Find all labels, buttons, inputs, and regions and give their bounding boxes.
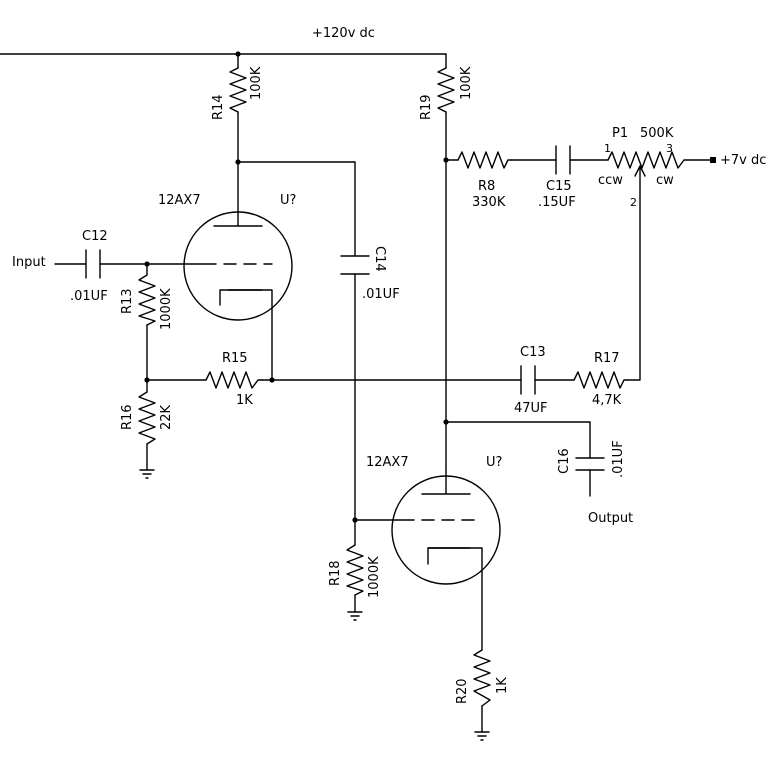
label-r8-value: 330K xyxy=(472,195,506,210)
junctions xyxy=(144,51,716,523)
junction-r14-top xyxy=(235,51,241,57)
junction-u2-grid xyxy=(352,517,358,523)
label-r20-ref: R20 xyxy=(455,678,470,704)
label-u1-type: 12AX7 xyxy=(158,193,201,208)
junction-cathode xyxy=(269,377,275,383)
label-r19-value: 100K xyxy=(459,66,474,100)
label-r14-value: 100K xyxy=(249,66,264,100)
label-r14-ref: R14 xyxy=(211,94,226,120)
label-p1-pin2: 2 xyxy=(630,196,637,209)
resistor-r18 xyxy=(346,544,364,596)
capacitor-c15 xyxy=(555,145,571,175)
capacitor-c14 xyxy=(340,255,370,275)
pot-wiper-arrow xyxy=(634,165,646,199)
label-r13-value: 1000K xyxy=(159,288,174,330)
resistor-r13 xyxy=(138,274,156,326)
resistor-r17 xyxy=(573,371,629,389)
label-output: Output xyxy=(588,511,633,526)
label-c16-ref: C16 xyxy=(557,448,572,474)
label-c15-value: .15UF xyxy=(538,195,576,210)
junction-c16 xyxy=(443,419,449,425)
label-c15-ref: C15 xyxy=(546,179,572,194)
resistor-r8 xyxy=(457,151,513,169)
label-u1-ref: U? xyxy=(280,193,296,208)
label-p1-cw: cw xyxy=(656,173,674,188)
label-c12-value: .01UF xyxy=(70,289,108,304)
label-c13-value: 47UF xyxy=(514,401,548,416)
label-hv-supply: +120v dc xyxy=(312,26,375,41)
junction-r16 xyxy=(144,377,150,383)
resistor-r16 xyxy=(138,391,156,445)
resistor-r19 xyxy=(437,67,455,113)
label-r20-value: 1K xyxy=(495,677,510,694)
capacitor-c12 xyxy=(85,249,101,279)
label-r17-ref: R17 xyxy=(594,351,620,366)
label-p1-ccw: ccw xyxy=(598,173,623,188)
potentiometer-p1 xyxy=(607,151,691,169)
label-r8-ref: R8 xyxy=(478,179,495,194)
resistor-r14 xyxy=(229,67,247,113)
label-r18-value: 1000K xyxy=(367,556,382,598)
label-r13-ref: R13 xyxy=(120,288,135,314)
label-c12-ref: C12 xyxy=(82,229,108,244)
label-u2-ref: U? xyxy=(486,455,502,470)
label-input: Input xyxy=(12,255,46,270)
tube-u2 xyxy=(391,469,501,585)
label-c16-value: .01UF xyxy=(611,440,626,478)
tube-u1 xyxy=(183,199,293,321)
label-c14-value: .01UF xyxy=(362,287,400,302)
capacitor-c16 xyxy=(575,457,605,471)
label-r15-value: 1K xyxy=(236,393,253,408)
ground-r20 xyxy=(474,731,490,741)
label-c13-ref: C13 xyxy=(520,345,546,360)
label-r18-ref: R18 xyxy=(328,560,343,586)
resistor-r20 xyxy=(473,649,491,707)
label-p1-ref: P1 xyxy=(612,126,628,141)
label-p1-pin3: 3 xyxy=(666,142,673,155)
label-r16-ref: R16 xyxy=(120,404,135,430)
label-p1-pin1: 1 xyxy=(604,142,611,155)
label-r16-value: 22K xyxy=(159,404,174,430)
capacitor-c13 xyxy=(520,365,536,395)
label-p1-value: 500K xyxy=(640,126,674,141)
junction-u1-plate xyxy=(235,159,241,165)
ground-r16 xyxy=(139,469,155,479)
lv-terminal xyxy=(710,157,716,163)
ground-r18 xyxy=(347,611,363,621)
junction-r8 xyxy=(443,157,449,163)
label-r15-ref: R15 xyxy=(222,351,248,366)
junction-grid xyxy=(144,261,150,267)
label-c14-ref: C14 xyxy=(372,246,387,272)
label-lv-supply: +7v dc xyxy=(720,153,766,168)
label-r19-ref: R19 xyxy=(419,94,434,120)
label-u2-type: 12AX7 xyxy=(366,455,409,470)
resistor-r15 xyxy=(205,371,263,389)
label-r17-value: 4,7K xyxy=(592,393,622,408)
